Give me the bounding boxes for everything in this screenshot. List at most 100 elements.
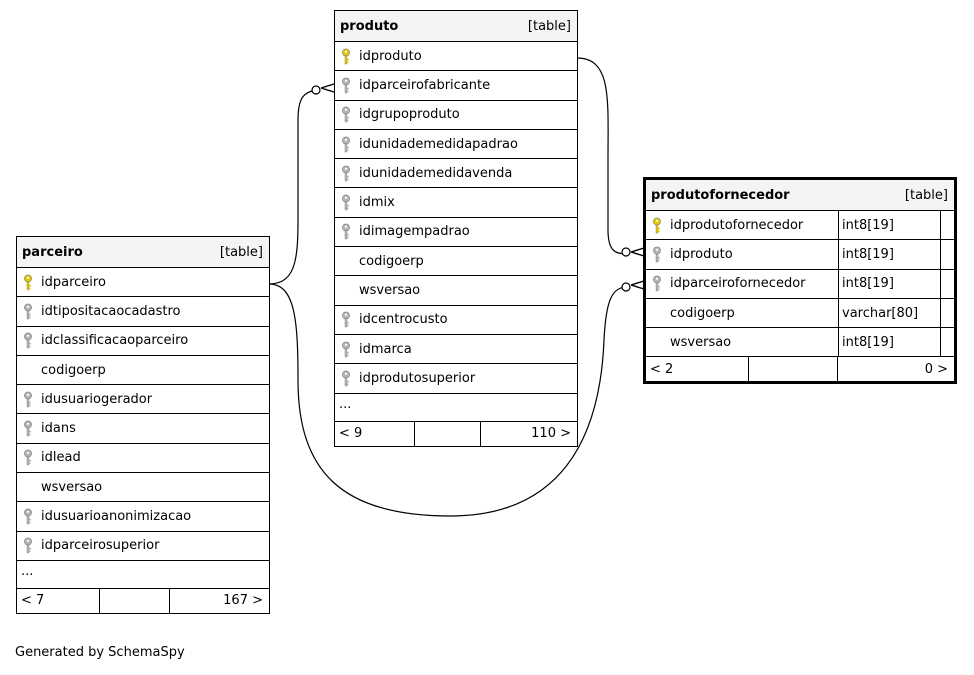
column-name-cell: idunidademedidapadrao: [335, 130, 577, 158]
column-name: wsversao: [670, 334, 732, 350]
footer-spacer: [749, 357, 838, 382]
column-row[interactable]: idusuariogerador: [17, 385, 269, 415]
column-extra-cell: [940, 298, 954, 328]
column-row[interactable]: idparceirofabricante: [335, 71, 577, 101]
edge-produto-produtofornecedor: [576, 57, 629, 255]
children-count[interactable]: 0 >: [924, 361, 948, 377]
column-name: idimagempadrao: [359, 224, 470, 240]
primary-key-icon: [650, 216, 664, 234]
column-name: idclassificacaoparceiro: [41, 333, 189, 349]
generated-by-note: Generated by SchemaSpy: [15, 645, 185, 660]
edge-parceiro-produto: [268, 89, 317, 285]
foreign-key-icon: [21, 332, 35, 350]
column-name: idmix: [359, 195, 395, 211]
column-row[interactable]: idlead: [17, 444, 269, 474]
table-kind: [table]: [527, 18, 571, 34]
column-name: idunidademedidapadrao: [359, 136, 518, 152]
column-row[interactable]: idans: [17, 414, 269, 444]
column-row[interactable]: idmix: [335, 188, 577, 218]
column-name-cell: idparceiro: [17, 268, 269, 296]
foreign-key-icon: [21, 508, 35, 526]
column-row[interactable]: idclassificacaoparceiro: [17, 327, 269, 356]
table-produtofornecedor[interactable]: produtofornecedor [table] idprodutoforne…: [643, 177, 957, 385]
foreign-key-icon: [21, 420, 35, 438]
column-row[interactable]: idgrupoproduto: [335, 101, 577, 130]
column-row[interactable]: idmarca: [335, 335, 577, 365]
column-name-cell: idmix: [335, 188, 577, 216]
column-row[interactable]: idproduto: [335, 42, 577, 72]
column-name-cell: wsversao: [17, 473, 269, 501]
column-name: idgrupoproduto: [359, 107, 460, 123]
edge-produto-produtofornecedor-crowfoot: [630, 247, 645, 257]
column-type: varchar[80]: [838, 298, 940, 328]
edge-parceiro-produto-optional-marker: [311, 85, 321, 95]
column-row[interactable]: codigoerp: [17, 356, 269, 386]
column-row[interactable]: wsversao: [335, 276, 577, 306]
footer-spacer: [415, 421, 481, 446]
column-name: idparceiro: [41, 274, 106, 290]
column-name-cell: idprodutofornecedor: [646, 211, 838, 239]
column-name: idans: [41, 421, 76, 437]
children-count[interactable]: 167 >: [223, 593, 263, 609]
parents-count[interactable]: < 2: [646, 357, 749, 382]
column-list: idparceiro idtipositacaocadastro idclassif…: [17, 268, 269, 561]
column-name: idcentrocusto: [359, 312, 448, 328]
parents-count[interactable]: < 7: [17, 588, 100, 613]
column-name-cell: idunidademedidavenda: [335, 159, 577, 187]
column-row[interactable]: idparceiro: [17, 268, 269, 298]
column-row[interactable]: idprodutosuperior: [335, 364, 577, 394]
column-row[interactable]: idusuarioanonimizacao: [17, 502, 269, 532]
edge-produto-produtofornecedor-optional-marker: [621, 247, 631, 257]
parents-count[interactable]: < 9: [335, 421, 415, 446]
more-columns: ...: [17, 561, 269, 589]
table-footer: < 7 167 >: [17, 588, 269, 613]
column-name-cell: idlead: [17, 444, 269, 472]
column-extra-cell: [940, 328, 954, 357]
column-row[interactable]: idtipositacaocadastro: [17, 297, 269, 327]
column-name: idmarca: [359, 341, 412, 357]
foreign-key-icon: [650, 275, 664, 293]
column-row[interactable]: idunidademedidapadrao: [335, 130, 577, 160]
table-kind: [table]: [219, 244, 263, 260]
column-name-cell: idproduto: [335, 42, 577, 70]
table-header: produto [table]: [335, 11, 577, 42]
edge-parceiro-produtofornecedor-optional-marker: [621, 282, 631, 292]
table-footer: < 9 110 >: [335, 421, 577, 446]
foreign-key-icon: [21, 537, 35, 555]
column-name-cell: codigoerp: [335, 247, 577, 275]
column-name-cell: idans: [17, 414, 269, 442]
column-name-cell: idimagempadrao: [335, 218, 577, 246]
children-count[interactable]: 110 >: [531, 426, 571, 442]
column-type: int8[19]: [838, 269, 940, 298]
column-name: codigoerp: [359, 253, 424, 269]
column-name: idparceirosuperior: [41, 538, 160, 554]
column-row[interactable]: wsversao: [17, 473, 269, 503]
column-name: codigoerp: [670, 305, 735, 321]
foreign-key-icon: [339, 194, 353, 212]
column-name: idusuariogerador: [41, 391, 153, 407]
column-name: wsversao: [41, 479, 103, 495]
column-name-cell: idparceirosuperior: [17, 532, 269, 560]
foreign-key-icon: [21, 390, 35, 408]
column-row[interactable]: codigoerp varchar[80]: [646, 298, 954, 329]
column-name-cell: idusuariogerador: [17, 385, 269, 413]
foreign-key-icon: [339, 164, 353, 182]
primary-key-icon: [21, 273, 35, 291]
column-row[interactable]: codigoerp: [335, 247, 577, 277]
column-row[interactable]: idcentrocusto: [335, 306, 577, 335]
column-extra-cell: [940, 211, 954, 240]
column-row[interactable]: idimagempadrao: [335, 218, 577, 248]
foreign-key-icon: [339, 223, 353, 241]
foreign-key-icon: [339, 135, 353, 153]
column-row[interactable]: idparceirosuperior: [17, 532, 269, 561]
foreign-key-icon: [339, 311, 353, 329]
column-row[interactable]: idunidademedidavenda: [335, 159, 577, 189]
column-name-cell: wsversao: [646, 328, 838, 356]
